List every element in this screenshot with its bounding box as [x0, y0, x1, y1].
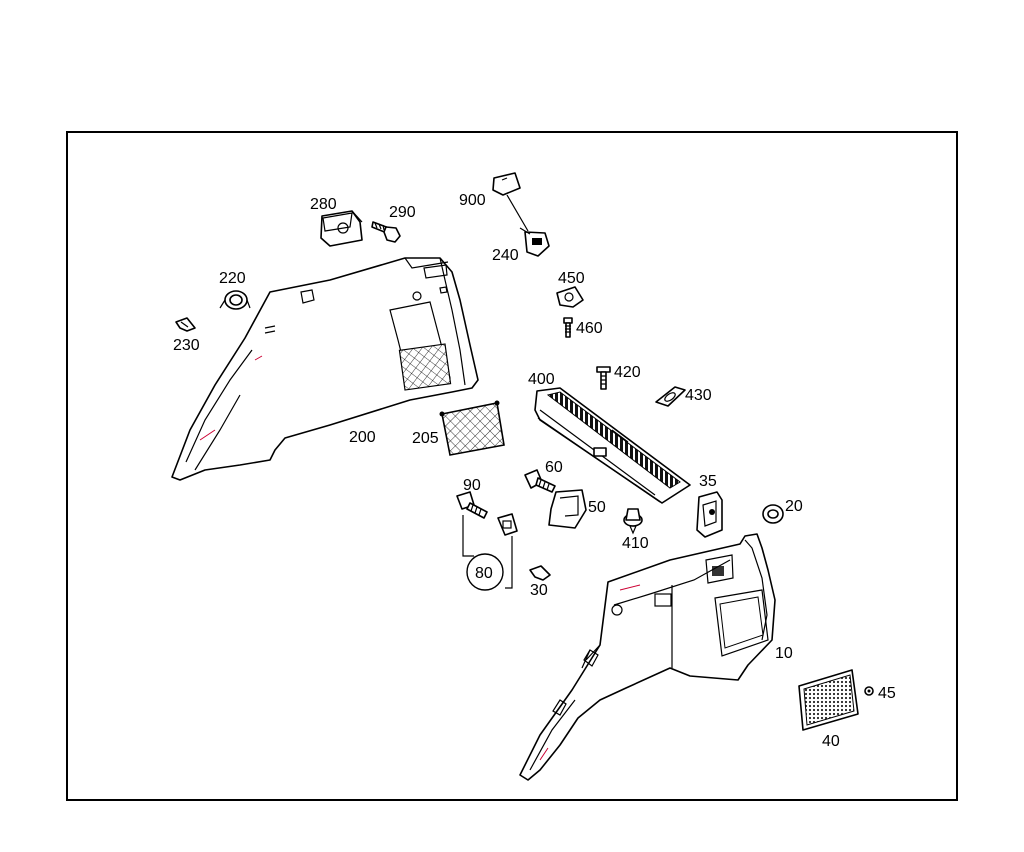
label-450: 450 — [558, 270, 585, 287]
label-50: 50 — [588, 499, 606, 516]
part-20-grommet[interactable] — [762, 504, 784, 524]
part-400-sill-panel[interactable] — [534, 387, 691, 504]
label-20: 20 — [785, 498, 803, 515]
label-90: 90 — [463, 477, 481, 494]
part-410-clip[interactable] — [623, 508, 643, 535]
label-60: 60 — [545, 459, 563, 476]
part-220-grommet[interactable] — [219, 290, 251, 310]
label-45: 45 — [878, 685, 896, 702]
label-230: 230 — [173, 337, 200, 354]
part-460-screw[interactable] — [563, 317, 573, 338]
part-10-right-side-trim[interactable] — [519, 533, 776, 781]
label-240: 240 — [492, 247, 519, 264]
label-900: 900 — [459, 192, 486, 209]
label-410: 410 — [622, 535, 649, 552]
part-60-screw[interactable] — [524, 469, 556, 493]
part-900-label-patch[interactable] — [492, 172, 521, 196]
part-80-callout-circle — [466, 553, 504, 591]
label-290: 290 — [389, 204, 416, 221]
label-400: 400 — [528, 371, 555, 388]
part-430-grommet[interactable] — [655, 386, 686, 407]
label-40: 40 — [822, 733, 840, 750]
part-40-speaker-grille[interactable] — [798, 669, 859, 731]
part-450-bracket[interactable] — [556, 286, 584, 308]
part-230-clip[interactable] — [175, 317, 196, 332]
label-220: 220 — [219, 270, 246, 287]
label-205: 205 — [412, 430, 439, 447]
label-200: 200 — [349, 429, 376, 446]
label-420: 420 — [614, 364, 641, 381]
part-30-clip[interactable] — [529, 565, 551, 581]
part-290-screw[interactable] — [371, 221, 401, 243]
part-45-nut[interactable] — [864, 686, 874, 696]
part-50-plate[interactable] — [548, 489, 587, 529]
part-420-screw[interactable] — [596, 366, 611, 390]
label-460: 460 — [576, 320, 603, 337]
part-280-clip-housing[interactable] — [320, 210, 363, 247]
part-80-clip[interactable] — [497, 513, 518, 536]
part-200-left-side-trim[interactable] — [171, 257, 479, 481]
label-10: 10 — [775, 645, 793, 662]
part-900-leader-line — [506, 194, 529, 232]
part-90-screw[interactable] — [456, 491, 488, 519]
part-205-net[interactable] — [439, 400, 505, 456]
label-280: 280 — [310, 196, 337, 213]
label-35: 35 — [699, 473, 717, 490]
part-240-clip[interactable] — [519, 227, 550, 257]
label-430: 430 — [685, 387, 712, 404]
label-30: 30 — [530, 582, 548, 599]
part-80-leader-right — [505, 536, 513, 589]
part-35-latch[interactable] — [696, 491, 723, 538]
label-80: 80 — [475, 565, 493, 582]
part-80-leader-left — [462, 515, 474, 557]
